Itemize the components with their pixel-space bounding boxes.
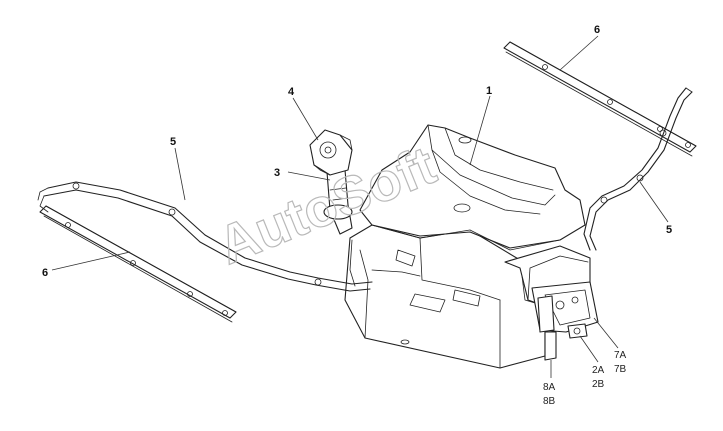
callout-4: 4 — [288, 86, 295, 98]
callout-2a: 2A — [592, 365, 605, 376]
callout-8b: 8B — [543, 396, 556, 407]
callout-7a: 7A — [614, 350, 627, 361]
callout-7b: 7B — [614, 364, 627, 375]
fuel-tank — [344, 124, 591, 369]
callout-5-left: 5 — [170, 136, 176, 148]
filler-cap — [309, 129, 353, 176]
callout-2b: 2B — [592, 379, 605, 390]
callout-1: 1 — [486, 85, 492, 97]
mounting-rail-right — [503, 41, 697, 157]
fuel-line-left — [37, 181, 421, 292]
mounting-rail-left — [39, 205, 237, 323]
callout-8a: 8A — [543, 382, 556, 393]
sender-unit — [531, 281, 599, 361]
callout-6-right: 6 — [594, 24, 600, 36]
callout-6-left: 6 — [42, 267, 48, 279]
fuel-line-right — [583, 87, 693, 251]
leader-lines — [51, 35, 669, 378]
callout-5-right: 5 — [666, 224, 672, 236]
callout-3: 3 — [274, 167, 280, 179]
